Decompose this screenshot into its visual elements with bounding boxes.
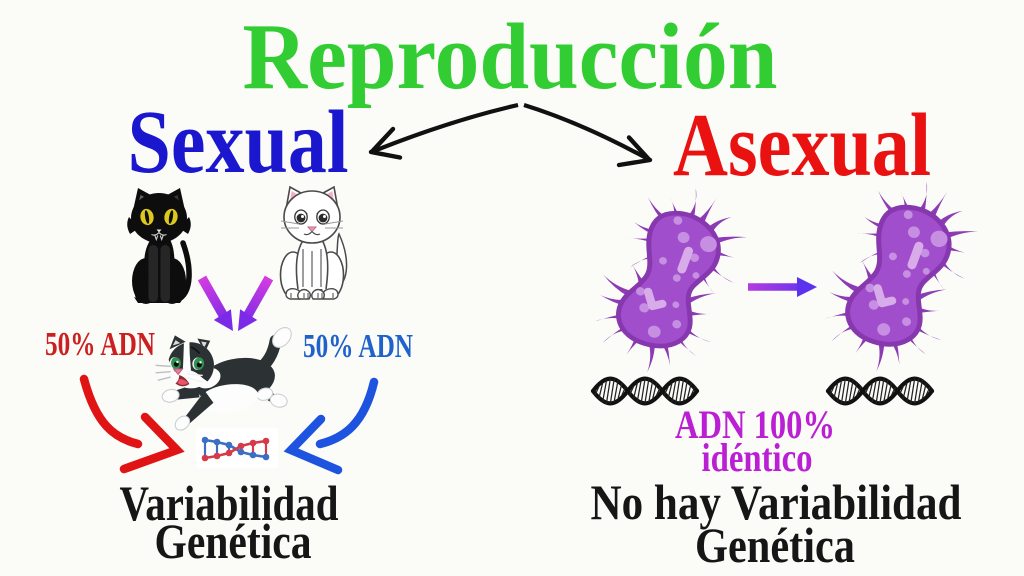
svg-text:Genética: Genética <box>155 513 312 569</box>
svg-text:Asexual: Asexual <box>673 96 931 195</box>
svg-text:Variabilidad: Variabilidad <box>120 475 339 531</box>
svg-text:Reproducción: Reproducción <box>243 5 778 109</box>
svg-text:ADN 100%: ADN 100% <box>675 402 835 447</box>
svg-text:50% ADN: 50% ADN <box>303 328 413 365</box>
svg-text:idéntico: idéntico <box>702 435 813 480</box>
svg-text:Sexual: Sexual <box>128 93 349 192</box>
svg-text:No hay Variabilidad: No hay Variabilidad <box>591 474 962 530</box>
svg-text:50% ADN: 50% ADN <box>45 326 155 363</box>
svg-text:Genética: Genética <box>695 517 855 573</box>
